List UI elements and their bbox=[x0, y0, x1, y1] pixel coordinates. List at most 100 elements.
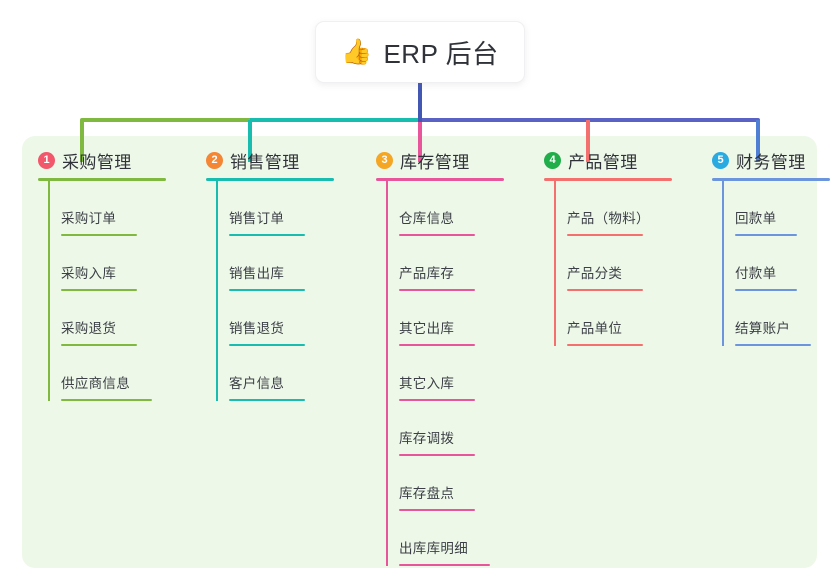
branch-item[interactable]: 结算账户 bbox=[722, 291, 839, 346]
branch-item[interactable]: 回款单 bbox=[722, 181, 839, 236]
branch-title: 财务管理 bbox=[736, 152, 806, 172]
branch-stub-2 bbox=[248, 120, 252, 162]
branch-header-rule bbox=[376, 178, 504, 181]
branch-item-rule bbox=[399, 399, 475, 401]
branch-item-rule bbox=[229, 399, 305, 401]
branch-item-label: 付款单 bbox=[735, 266, 777, 281]
branch-spine bbox=[554, 181, 556, 346]
branch-number-badge: 4 bbox=[544, 151, 561, 169]
branch-item[interactable]: 供应商信息 bbox=[48, 346, 198, 401]
branch-item[interactable]: 产品库存 bbox=[386, 236, 536, 291]
branch-item-list: 产品（物料） 产品分类产品单位 bbox=[544, 181, 704, 346]
branch-stub-4 bbox=[586, 120, 590, 162]
branch-item[interactable]: 产品单位 bbox=[554, 291, 704, 346]
branch-column-3: 3 库存管理仓库信息产品库存其它出库其它入库库存调拨库存盘点出库库明细 bbox=[376, 148, 536, 566]
branch-item-rule bbox=[567, 344, 643, 346]
branch-item-list: 销售订单销售出库销售退货客户信息 bbox=[206, 181, 366, 401]
branch-item-rule bbox=[399, 564, 490, 566]
bus-segment-left bbox=[80, 118, 252, 122]
branch-item-label: 供应商信息 bbox=[61, 376, 130, 391]
branch-header-财务管理[interactable]: 5 财务管理 bbox=[712, 148, 839, 172]
branch-number-badge: 1 bbox=[38, 151, 55, 169]
branch-item[interactable]: 销售退货 bbox=[216, 291, 366, 346]
root-node[interactable]: 👍 ERP 后台 bbox=[315, 21, 525, 83]
branch-header-库存管理[interactable]: 3 库存管理 bbox=[376, 148, 536, 172]
branch-stub-1 bbox=[80, 120, 84, 162]
branch-item-rule bbox=[399, 454, 475, 456]
branch-item-label: 回款单 bbox=[735, 211, 777, 226]
branch-item[interactable]: 产品（物料） bbox=[554, 181, 704, 236]
branch-item-label: 销售出库 bbox=[229, 266, 285, 281]
root-title: ERP 后台 bbox=[383, 38, 499, 69]
branch-item-rule bbox=[61, 234, 137, 236]
branch-item[interactable]: 仓库信息 bbox=[386, 181, 536, 236]
branch-item-label: 其它出库 bbox=[399, 321, 455, 336]
branch-column-1: 1 采购管理采购订单采购入库采购退货供应商信息 bbox=[38, 148, 198, 401]
branch-item-label: 产品库存 bbox=[399, 266, 455, 281]
branch-title: 产品管理 bbox=[568, 152, 638, 172]
branch-item-rule bbox=[61, 289, 137, 291]
branch-stub-3 bbox=[418, 120, 422, 162]
branch-item[interactable]: 付款单 bbox=[722, 236, 839, 291]
root-stem-connector bbox=[418, 82, 422, 122]
branch-item[interactable]: 其它出库 bbox=[386, 291, 536, 346]
branch-item-rule bbox=[229, 289, 305, 291]
bus-segment-middle bbox=[250, 118, 420, 122]
branch-title: 销售管理 bbox=[230, 152, 300, 172]
branch-item-label: 结算账户 bbox=[735, 321, 791, 336]
branch-spine bbox=[386, 181, 388, 566]
branch-item-rule bbox=[735, 289, 797, 291]
branch-item-label: 采购入库 bbox=[61, 266, 117, 281]
branch-item[interactable]: 采购入库 bbox=[48, 236, 198, 291]
branch-item-rule bbox=[399, 509, 475, 511]
branch-item-rule bbox=[567, 234, 643, 236]
branch-item-list: 回款单付款单结算账户 bbox=[712, 181, 839, 346]
branch-item-rule bbox=[229, 344, 305, 346]
branch-column-4: 4 产品管理产品（物料） 产品分类产品单位 bbox=[544, 148, 704, 346]
branch-item-rule bbox=[735, 234, 797, 236]
branch-item-label: 采购退货 bbox=[61, 321, 117, 336]
branch-title: 库存管理 bbox=[400, 152, 470, 172]
branch-header-采购管理[interactable]: 1 采购管理 bbox=[38, 148, 198, 172]
branch-item[interactable]: 销售出库 bbox=[216, 236, 366, 291]
branch-item-label: 客户信息 bbox=[229, 376, 285, 391]
branch-item[interactable]: 出库库明细 bbox=[386, 511, 536, 566]
branch-item-rule bbox=[399, 289, 475, 291]
branch-header-rule bbox=[712, 178, 830, 181]
branch-spine bbox=[216, 181, 218, 401]
branch-item-label: 其它入库 bbox=[399, 376, 455, 391]
branch-item[interactable]: 产品分类 bbox=[554, 236, 704, 291]
branch-item-label: 销售退货 bbox=[229, 321, 285, 336]
branch-item-label: 采购订单 bbox=[61, 211, 117, 226]
branch-item[interactable]: 库存盘点 bbox=[386, 456, 536, 511]
branch-item-rule bbox=[567, 289, 643, 291]
branch-item-rule bbox=[229, 234, 305, 236]
branch-item-list: 仓库信息产品库存其它出库其它入库库存调拨库存盘点出库库明细 bbox=[376, 181, 536, 566]
branch-item-label: 库存盘点 bbox=[399, 486, 455, 501]
branch-item-rule bbox=[399, 234, 475, 236]
branch-item[interactable]: 销售订单 bbox=[216, 181, 366, 236]
branch-number-badge: 3 bbox=[376, 151, 393, 169]
branch-item-label: 销售订单 bbox=[229, 211, 285, 226]
thumbs-up-icon: 👍 bbox=[341, 37, 373, 66]
branch-item-rule bbox=[399, 344, 475, 346]
branch-header-产品管理[interactable]: 4 产品管理 bbox=[544, 148, 704, 172]
branch-spine bbox=[722, 181, 724, 346]
branch-item-label: 产品单位 bbox=[567, 321, 623, 336]
branch-item-rule bbox=[61, 344, 137, 346]
branch-item[interactable]: 客户信息 bbox=[216, 346, 366, 401]
branch-title: 采购管理 bbox=[62, 152, 132, 172]
branch-item[interactable]: 采购退货 bbox=[48, 291, 198, 346]
branch-item[interactable]: 库存调拨 bbox=[386, 401, 536, 456]
branch-item-label: 产品（物料） bbox=[567, 211, 650, 226]
branch-number-badge: 5 bbox=[712, 151, 729, 169]
branch-item[interactable]: 其它入库 bbox=[386, 346, 536, 401]
branch-item-list: 采购订单采购入库采购退货供应商信息 bbox=[38, 181, 198, 401]
branch-item-rule bbox=[735, 344, 811, 346]
branch-item-label: 库存调拨 bbox=[399, 431, 455, 446]
branch-item[interactable]: 采购订单 bbox=[48, 181, 198, 236]
branch-header-rule bbox=[206, 178, 334, 181]
